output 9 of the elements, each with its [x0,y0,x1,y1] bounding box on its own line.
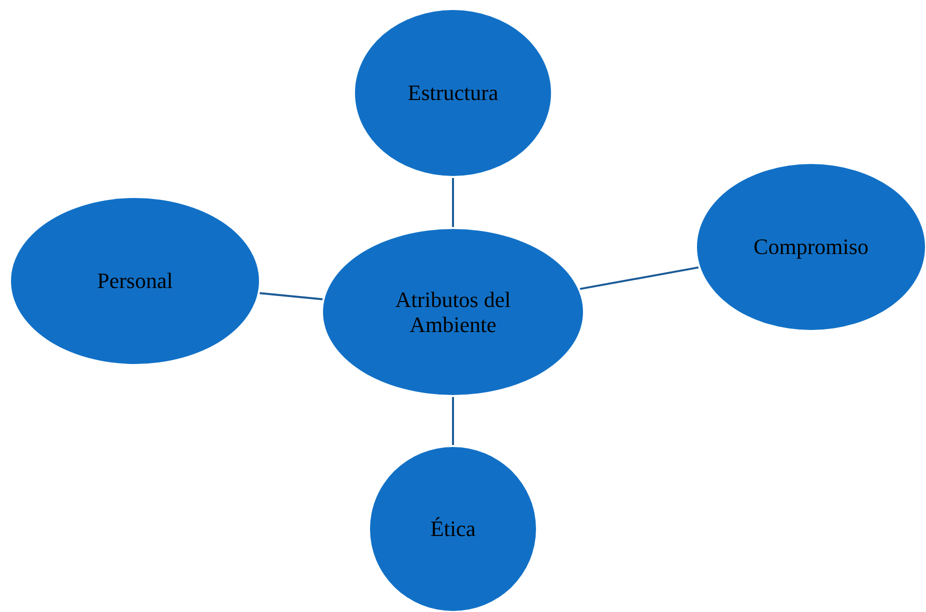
node-label: Personal [97,268,173,294]
connector-line [580,266,699,290]
connector-line [452,178,454,227]
node-label: Compromiso [754,234,868,260]
node-label: Estructura [408,80,498,106]
node-label: Ética [430,516,476,542]
connector-line [452,397,454,445]
node-label: Atributos del Ambiente [394,286,512,338]
connector-line [260,292,323,300]
